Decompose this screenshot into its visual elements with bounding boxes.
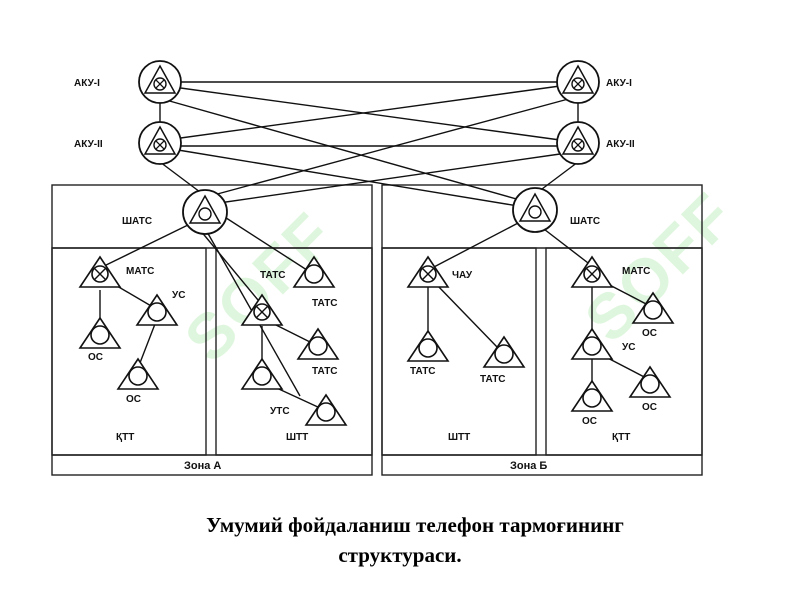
ktt-b-label: ҚТТ bbox=[612, 432, 630, 443]
os-b1-label: ОС bbox=[642, 328, 657, 339]
os-a1-node bbox=[79, 317, 121, 349]
tats-a-top-label: ТАТС bbox=[260, 270, 286, 281]
tats-a-mid-node bbox=[297, 328, 339, 360]
os-a2-node bbox=[117, 358, 159, 390]
aku1-left-node bbox=[138, 60, 182, 104]
aku2-right-label: АКУ-II bbox=[606, 139, 635, 150]
mats-b-label: МАТС bbox=[622, 266, 650, 277]
mats-a-label: МАТС bbox=[126, 266, 154, 277]
network-links bbox=[99, 81, 651, 409]
caption-line-2: структураси. bbox=[338, 543, 462, 567]
aku2-left-label: АКУ-II bbox=[74, 139, 103, 150]
tats-b2-node bbox=[483, 336, 525, 368]
uts-a-label: УТС bbox=[270, 406, 290, 417]
os-b3-node bbox=[571, 380, 613, 412]
us-b-label: УС bbox=[622, 342, 635, 353]
mats-b-node bbox=[571, 256, 613, 288]
zone-a-frame bbox=[51, 184, 373, 476]
os-b2-label: ОС bbox=[642, 402, 657, 413]
os-b2-node bbox=[629, 366, 671, 398]
os-a1-label: ОС bbox=[88, 352, 103, 363]
tats-a-low-node bbox=[241, 358, 283, 390]
shats-right-node bbox=[512, 187, 558, 233]
us-a-node bbox=[136, 294, 178, 326]
aku2-left-node bbox=[138, 121, 182, 165]
aku2-right-node bbox=[556, 121, 600, 165]
chau-b-label: ЧАУ bbox=[452, 270, 473, 281]
tats-a-tri-label: ТАТС bbox=[312, 298, 338, 309]
chau-b-node bbox=[407, 256, 449, 288]
aku1-left-label: АКУ-I bbox=[74, 78, 100, 89]
caption-line-1: Умумий фойдаланиш телефон тармоғининг bbox=[206, 513, 624, 537]
zone-a-label: Зона А bbox=[184, 460, 221, 472]
aku1-right-node bbox=[556, 60, 600, 104]
os-b3-label: ОС bbox=[582, 416, 597, 427]
shats-left-node bbox=[182, 189, 228, 235]
tats-a-top-node bbox=[293, 256, 335, 288]
tats-b1-node bbox=[407, 330, 449, 362]
shtt-a-label: ШТТ bbox=[286, 432, 308, 443]
aku1-right-label: АКУ-I bbox=[606, 78, 632, 89]
shats-right-label: ШАТС bbox=[570, 216, 600, 227]
uts-a-node bbox=[305, 394, 347, 426]
os-a2-label: ОС bbox=[126, 394, 141, 405]
transit-a-node bbox=[241, 294, 283, 326]
zone-b-frame bbox=[381, 184, 703, 476]
us-a-label: УС bbox=[172, 290, 185, 301]
ktt-a-label: ҚТТ bbox=[116, 432, 134, 443]
zone-b-label: Зона Б bbox=[510, 460, 547, 472]
shtt-b-label: ШТТ bbox=[448, 432, 470, 443]
tats-b2-label: ТАТС bbox=[480, 374, 506, 385]
os-b1-node bbox=[632, 292, 674, 324]
tats-a-mid-label: ТАТС bbox=[312, 366, 338, 377]
us-b-node bbox=[571, 328, 613, 360]
diagram-caption: Умумий фойдаланиш телефон тармоғининг ст… bbox=[0, 510, 800, 570]
shats-left-label: ШАТС bbox=[122, 216, 152, 227]
tats-b1-label: ТАТС bbox=[410, 366, 436, 377]
